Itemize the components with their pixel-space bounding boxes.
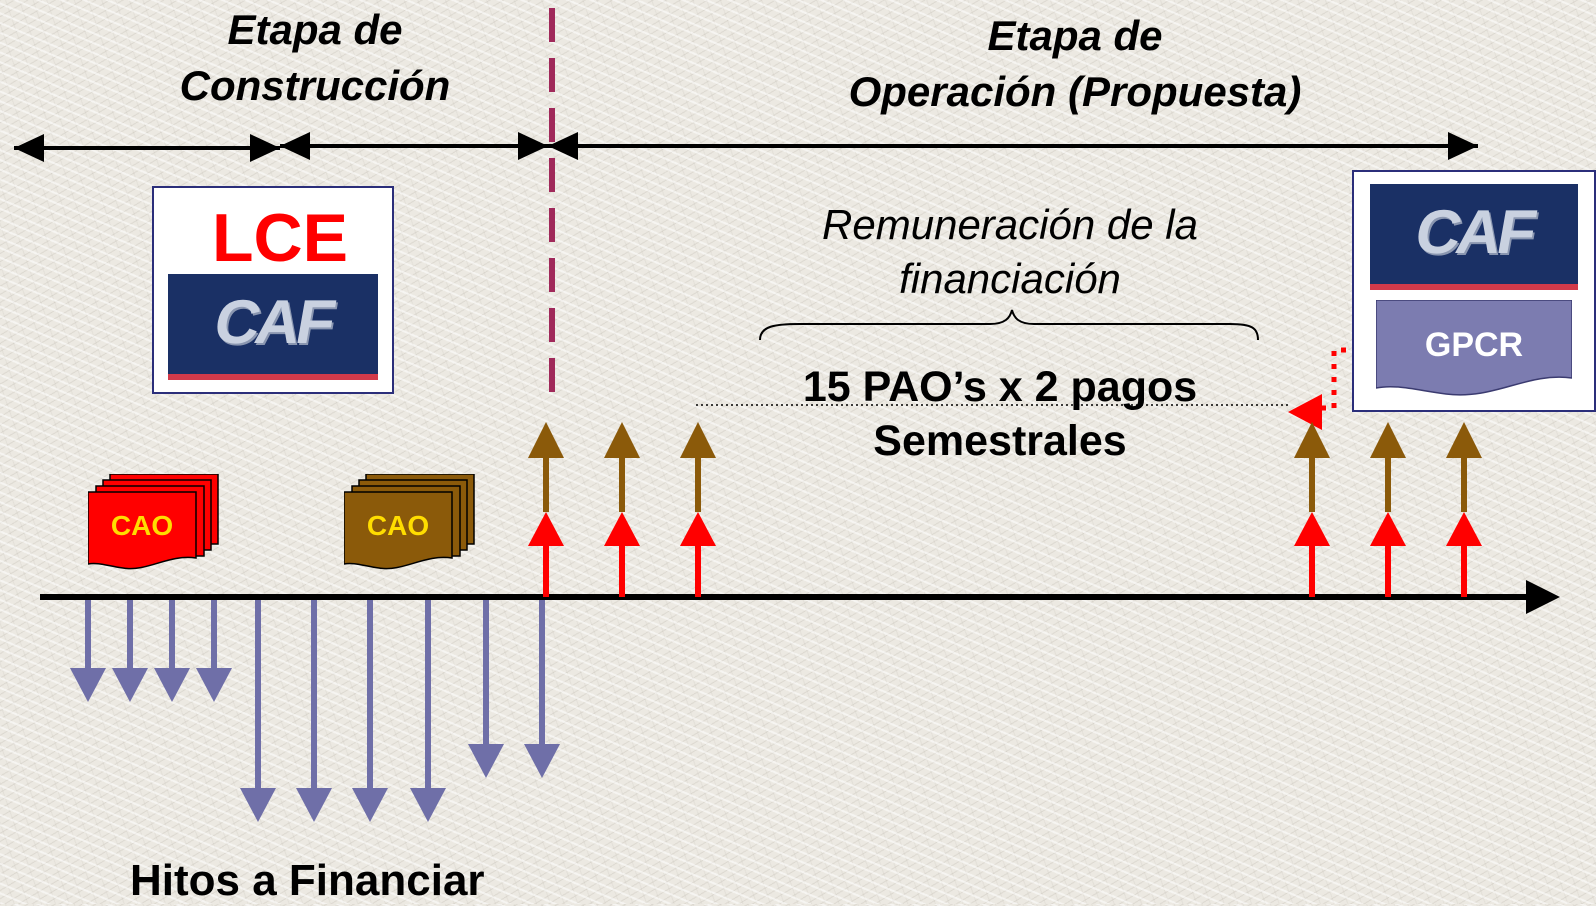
operation-title-line1: Etapa de: [987, 12, 1163, 59]
caf-logo-right: CAF: [1370, 184, 1578, 290]
remuneration-brace: [759, 309, 1259, 341]
cao-red-icon: [88, 474, 219, 570]
payment-up-arrow: [1294, 422, 1330, 597]
gpcr-label: GPCR: [1424, 326, 1524, 364]
cao-stack-brown: CAO: [344, 474, 484, 574]
payment-arrows: [528, 422, 1482, 597]
main-timeline: [40, 580, 1560, 614]
gpcr-connector-arrowhead: [1288, 394, 1322, 430]
caf-gpcr-box: CAF GPCR: [1352, 170, 1596, 412]
operation-title-line2: Operación (Propuesta): [848, 68, 1302, 115]
construction-stage-title: Etapa de Construcción: [150, 2, 480, 114]
milestone-arrows: [70, 600, 560, 822]
milestone-down-arrow: [240, 600, 276, 822]
payments-line2: Semestrales: [873, 417, 1127, 465]
construction-span-arrow-2: [280, 132, 548, 160]
milestone-down-arrow: [352, 600, 388, 822]
payment-up-arrow: [528, 422, 564, 597]
construction-title-line2: Construcción: [179, 62, 451, 109]
payment-up-arrow: [1370, 422, 1406, 597]
operation-stage-title: Etapa de Operación (Propuesta): [800, 8, 1350, 120]
lce-box: LCE CAF: [152, 186, 394, 394]
cao-red-label: CAO: [110, 510, 174, 541]
caf-logo-right-text: CAF: [1410, 198, 1538, 268]
payments-line1: 15 PAO’s x 2 pagos: [802, 363, 1198, 411]
remuneration-line1: Remuneración de la: [822, 201, 1198, 248]
cao-stack-red: CAO: [88, 474, 228, 574]
payment-up-arrow: [1446, 422, 1482, 597]
milestone-down-arrow: [468, 600, 504, 778]
remuneration-text: Remuneración de la financiación: [770, 198, 1250, 306]
milestone-down-arrow: [70, 600, 106, 702]
milestone-down-arrow: [196, 600, 232, 702]
milestone-down-arrow: [154, 600, 190, 702]
operation-span-arrow: [548, 132, 1478, 160]
payments-text: 15 PAO’s x 2 pagos Semestrales: [760, 360, 1240, 468]
caf-logo: CAF: [168, 274, 378, 380]
caf-logo-text: CAF: [209, 288, 337, 358]
construction-title-line1: Etapa de: [227, 6, 403, 53]
lce-label: LCE: [212, 200, 348, 276]
cao-brown-label: CAO: [366, 510, 430, 541]
construction-span-arrow: [14, 134, 280, 162]
milestone-down-arrow: [410, 600, 446, 822]
cao-brown-icon: [344, 474, 475, 570]
milestone-down-arrow: [112, 600, 148, 702]
gpcr-connector: [1318, 347, 1372, 411]
remuneration-line2: financiación: [899, 255, 1121, 302]
milestones-label: Hitos a Financiar: [130, 856, 485, 905]
gpcr-document: [1376, 300, 1572, 396]
payment-up-arrow: [604, 422, 640, 597]
milestone-down-arrow: [524, 600, 560, 778]
milestone-down-arrow: [296, 600, 332, 822]
payment-up-arrow: [680, 422, 716, 597]
